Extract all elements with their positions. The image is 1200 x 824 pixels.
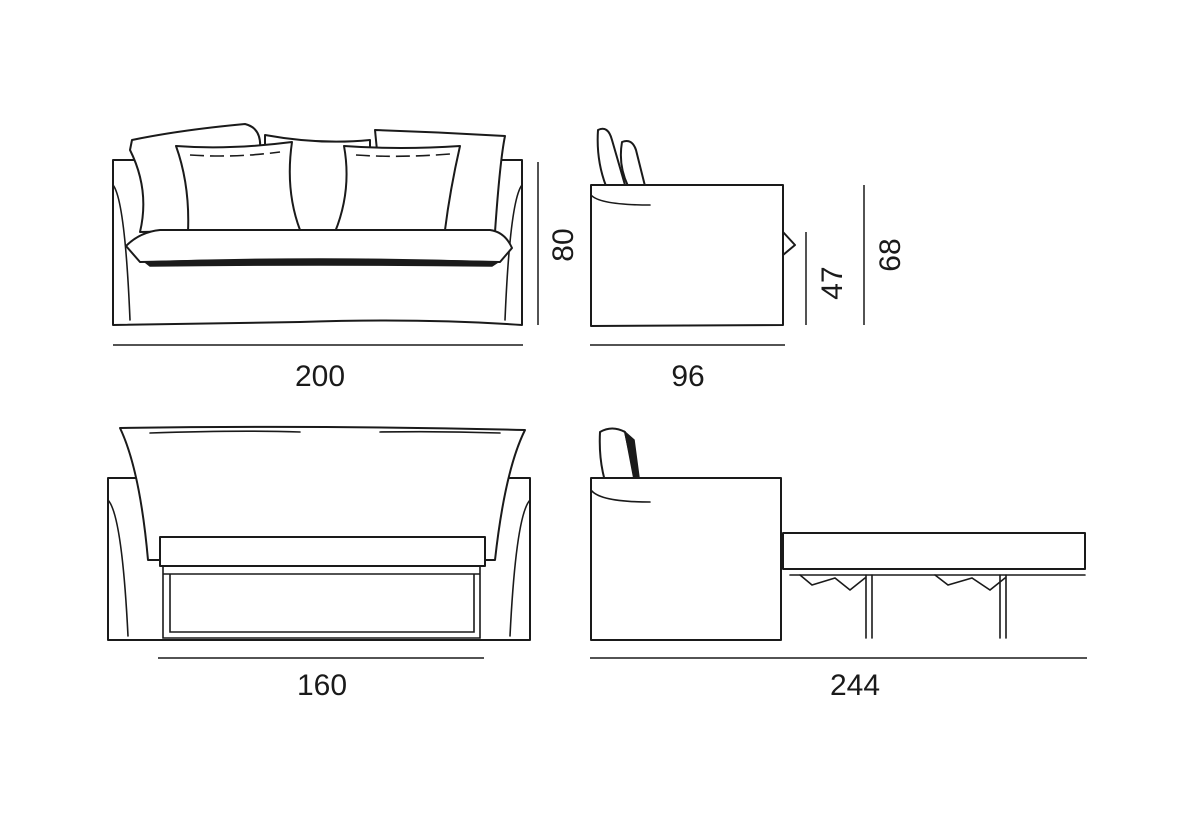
dimension-seat-height: 47	[805, 232, 849, 325]
front-view-sofa	[112, 123, 523, 326]
dimension-front-width: 200	[113, 344, 523, 393]
seat-cushion	[125, 229, 513, 267]
dimension-label-68: 68	[874, 238, 907, 271]
bed-mattress-front	[159, 536, 486, 567]
dimension-bed-width: 160	[158, 657, 484, 702]
dimension-label-160: 160	[297, 669, 347, 702]
front-pillow-right	[334, 145, 461, 233]
bed-mattress-side	[782, 532, 1086, 570]
dimension-label-80: 80	[547, 228, 580, 261]
dimension-bed-length: 244	[590, 657, 1087, 702]
dimension-front-height: 80	[537, 162, 580, 325]
bed-front-view	[107, 425, 531, 641]
side-view-sofa	[590, 127, 796, 327]
bed-side-view	[590, 427, 1086, 641]
dimension-label-96: 96	[671, 360, 704, 393]
front-pillow-left	[175, 141, 301, 233]
dimension-label-244: 244	[830, 669, 880, 702]
dimension-label-47: 47	[816, 266, 849, 299]
dimension-side-height: 68	[863, 185, 907, 325]
dimension-label-200: 200	[295, 360, 345, 393]
dimension-side-depth: 96	[590, 344, 785, 393]
